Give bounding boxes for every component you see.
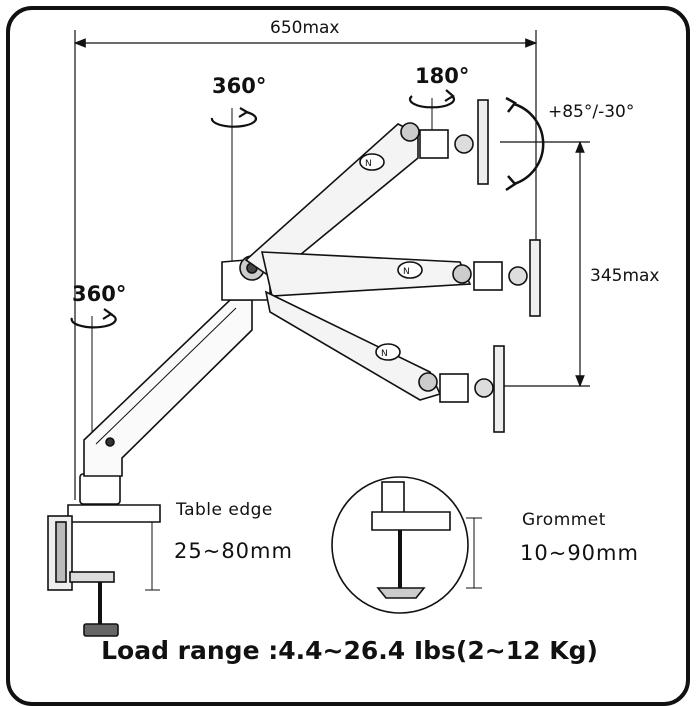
grommet-detail <box>331 476 482 614</box>
logo-badge-icon: N <box>375 343 401 361</box>
lower-arm <box>83 299 253 477</box>
grommet-range: 10~90mm <box>520 541 639 565</box>
rotation-arrow-icon <box>70 308 117 329</box>
tilt-label: +85°/-30° <box>548 102 635 122</box>
upper-arm-lowered: N <box>264 290 442 401</box>
grommet-title: Grommet <box>522 510 606 530</box>
rotation-arrow-icon <box>210 107 257 128</box>
rotation-top-label: 180° <box>415 64 470 88</box>
tilt-arc-icon <box>505 96 545 192</box>
monitor-head-bottom <box>439 345 505 433</box>
table-edge-dimension <box>145 521 160 591</box>
monitor-arm-drawing: N N N <box>47 30 590 637</box>
width-label: 650max <box>270 18 340 38</box>
monitor-head-top <box>419 99 489 185</box>
svg-text:N: N <box>365 159 372 169</box>
load-range-caption: Load range :4.4~26.4 Ibs(2~12 Kg) <box>101 636 598 665</box>
table-clamp <box>47 473 161 637</box>
height-label: 345max <box>590 266 660 286</box>
rotation-base-label: 360° <box>72 282 127 306</box>
logo-badge-icon: N <box>359 153 385 171</box>
rotation-mid-label: 360° <box>212 74 267 98</box>
height-dimension-line <box>500 140 590 388</box>
axis-lines <box>91 98 433 440</box>
table-edge-range: 25~80mm <box>174 539 293 563</box>
table-edge-title: Table edge <box>176 500 273 520</box>
upper-arm-level: N <box>260 251 472 297</box>
svg-text:N: N <box>403 267 410 277</box>
logo-badge-icon: N <box>397 261 423 279</box>
monitor-head-middle <box>473 239 541 317</box>
rotation-arrow-icon <box>408 89 456 109</box>
svg-text:N: N <box>381 349 388 359</box>
